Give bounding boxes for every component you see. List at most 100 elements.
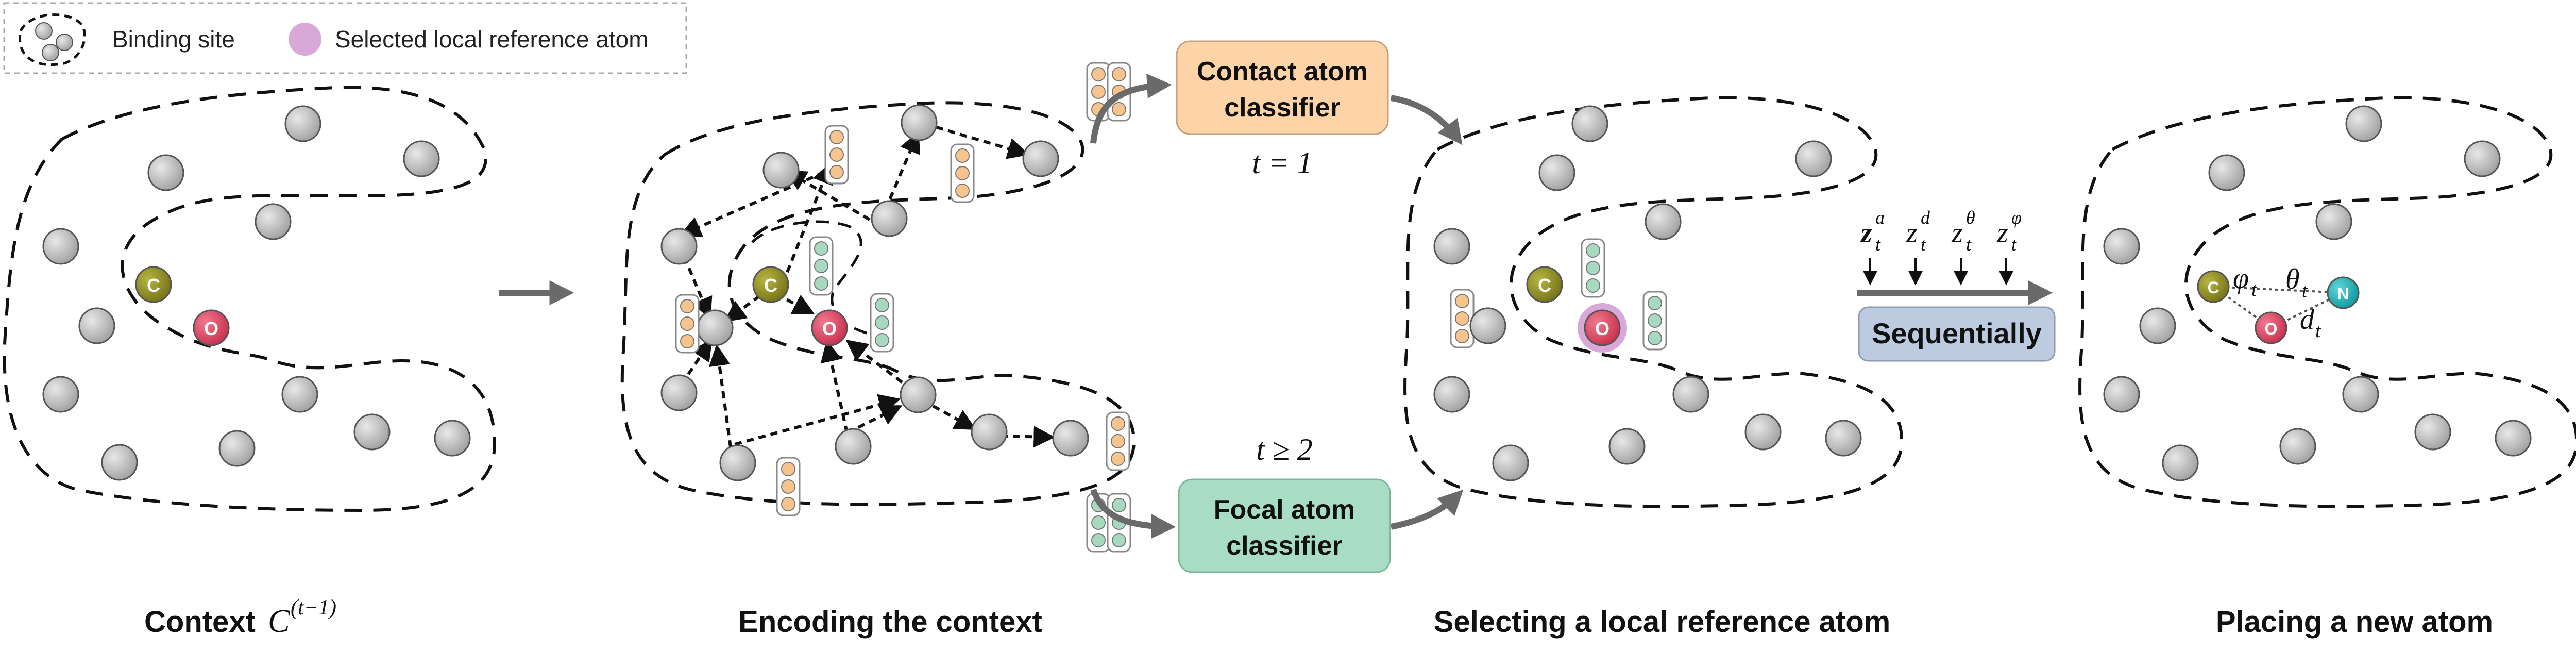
grey-atom [2208,154,2245,191]
grey-atom [255,203,292,240]
binding-site-legend-icon [19,13,86,66]
green-feature-vector [1642,291,1667,351]
grey-atom [1433,228,1470,265]
svg-text:C: C [1538,275,1551,296]
svg-text:classifier: classifier [1226,531,1343,561]
grey-atom [2139,307,2176,344]
svg-text:t: t [1921,234,1926,255]
grey-atom [2464,140,2501,177]
grey-atom [1795,140,1832,177]
orange-feature-vector [824,125,849,185]
oxygen-atom: O [811,309,848,346]
theta-label: θ t [2285,263,2308,302]
grey-atom [2279,428,2316,465]
green-feature-vector [870,293,894,353]
svg-text:t: t [2251,279,2258,301]
grey-atom [78,307,115,344]
svg-text:(t−1): (t−1) [291,596,336,620]
grey-atom [1571,105,1608,142]
svg-text:Focal atom: Focal atom [1214,495,1355,525]
contact-atom-classifier: Contact atom classifier [1176,40,1389,135]
grey-atom [900,376,937,413]
placing-binding-site [2078,96,2576,508]
grey-atom [762,152,800,189]
selecting-title: Selecting a local reference atom [1434,605,1890,639]
svg-text:z: z [1996,217,2008,249]
green-feature-vector [809,236,834,296]
grey-atom [434,420,471,457]
svg-text:t: t [2302,280,2308,302]
grey-atom [1538,154,1575,191]
grey-atom [871,200,908,237]
encoding-title: Encoding the context [738,605,1042,639]
svg-text:C: C [2207,278,2219,297]
svg-text:d: d [1921,207,1930,228]
svg-text:C: C [268,603,291,639]
grey-atom [835,428,872,465]
sequentially-box [1858,306,2056,362]
green-feature-vector [1107,493,1131,553]
placing-atoms: C O N φ t θ t d t [2103,105,2532,481]
grey-atom [2414,413,2451,451]
selecting-atoms: C O [1433,105,1862,481]
svg-text:θ: θ [1966,207,1975,228]
grey-atom [2103,376,2140,413]
grey-atom [660,228,698,265]
context-binding-site [3,86,497,512]
grey-atom [1052,420,1089,457]
focal-condition: t ≥ 2 [1256,432,1313,466]
svg-text:z: z [1906,217,1918,249]
orange-feature-vector [675,294,700,354]
selecting-binding-site [1403,96,1904,508]
context-atoms: C O [42,105,471,481]
svg-text:Context: Context [144,605,256,639]
svg-text:θ: θ [2285,263,2300,295]
legend: Binding site Selected local reference at… [3,2,687,74]
svg-text:φ: φ [2011,207,2022,228]
svg-text:t: t [1875,234,1881,255]
grey-atom [2495,420,2532,457]
placing-title: Placing a new atom [2216,605,2493,639]
svg-text:z: z [1860,217,1872,249]
grey-atom [1492,444,1529,481]
grey-atom [284,105,321,142]
grey-atom [101,444,138,481]
grey-atom [353,413,391,451]
grey-atom [901,104,938,141]
grey-atom [147,154,184,191]
contact-condition: t = 1 [1252,146,1312,180]
grey-atom [1022,140,1059,177]
grey-atom [1744,413,1782,451]
svg-text:t: t [2011,234,2017,255]
encoding-atoms: C O [660,104,1089,481]
svg-text:O: O [204,318,218,339]
grey-atom [42,376,79,413]
nitrogen-atom: N [2327,276,2360,309]
selected-reference-atom: O [1578,303,1627,353]
classifier-arrows [1090,73,1464,539]
svg-text:t: t [1966,234,1972,255]
reference-atom-legend-icon [289,23,321,56]
carbon-atom: C [2197,270,2230,303]
green-feature-vector [1581,238,1605,298]
carbon-atom: C [752,266,789,303]
grey-atom [2342,376,2379,413]
orange-feature-vector [1106,411,1130,471]
svg-text:O: O [1595,318,1609,339]
svg-text:C: C [764,275,777,296]
grey-atom [2315,203,2352,240]
grey-atom [2162,444,2199,481]
grey-atom [1433,376,1470,413]
svg-text:classifier: classifier [1224,93,1341,123]
orange-feature-vector [776,457,801,516]
distance-label: d t [2300,304,2321,342]
svg-text:O: O [2265,320,2278,338]
carbon-atom: C [1526,266,1563,303]
orange-feature-vector [1450,289,1475,348]
context-title: Context C (t−1) [144,596,336,639]
